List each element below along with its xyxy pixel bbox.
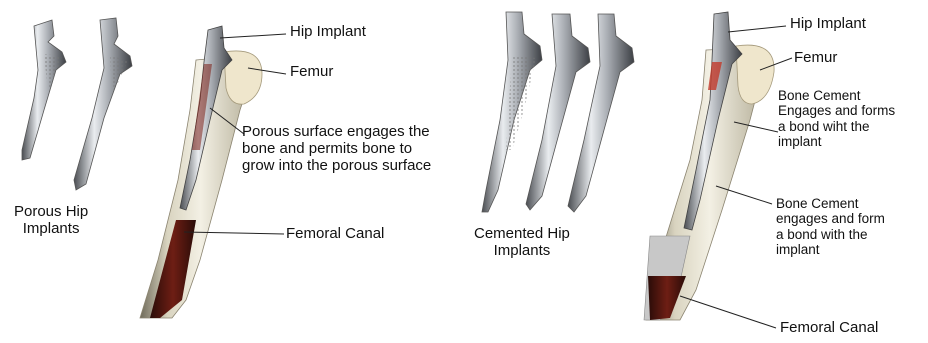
hip-implant-label-right: Hip Implant: [790, 16, 866, 33]
bone-cement-line: Bone Cement: [778, 88, 895, 103]
porous-surface-line: Porous surface engages the: [242, 124, 431, 141]
cemented-implants-caption: Cemented Hip Implants: [474, 226, 570, 260]
bone-cement-line: implant: [776, 242, 885, 257]
femoral-canal-label-right: Femoral Canal: [780, 320, 878, 337]
bone-cement-line: a bond wiht the: [778, 119, 895, 134]
bone-cement-label-2: Bone Cement engages and form a bond with…: [776, 196, 885, 257]
femoral-canal-label-left: Femoral Canal: [286, 226, 384, 243]
porous-surface-line: bone and permits bone to: [242, 141, 431, 158]
porous-implant-2: [74, 18, 132, 190]
porous-surface-line: grow into the porous surface: [242, 158, 431, 175]
hip-implant-label-left: Hip Implant: [290, 24, 366, 41]
femur-label-left: Femur: [290, 64, 333, 81]
caption-line: Implants: [14, 221, 88, 238]
bone-cement-line: Bone Cement: [776, 196, 885, 211]
bone-cement-line: Engages and forms: [778, 103, 895, 118]
bone-cement-line: a bond with the: [776, 227, 885, 242]
bone-cement-line: implant: [778, 134, 895, 149]
bone-cement-label-1: Bone Cement Engages and forms a bond wih…: [778, 88, 895, 149]
caption-line: Implants: [474, 243, 570, 260]
porous-surface-label: Porous surface engages the bone and perm…: [242, 124, 431, 175]
femur-right: [644, 12, 774, 320]
bone-cement-line: engages and form: [776, 211, 885, 226]
caption-line: Cemented Hip: [474, 226, 570, 243]
porous-implants-caption: Porous Hip Implants: [14, 204, 88, 238]
caption-line: Porous Hip: [14, 204, 88, 221]
femur-label-right: Femur: [794, 50, 837, 67]
porous-implant-1: [22, 20, 66, 160]
